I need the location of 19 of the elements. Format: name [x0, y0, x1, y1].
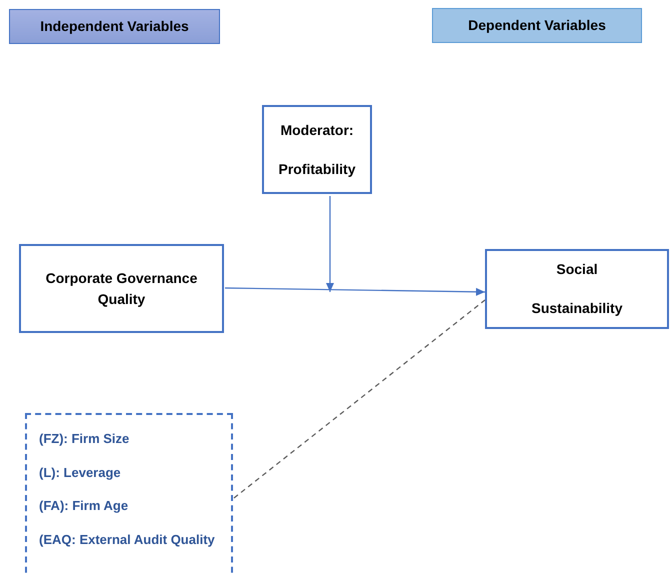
box-label: Corporate Governance Quality: [44, 268, 198, 309]
variable-box: [485, 249, 669, 329]
arrow: [326, 196, 334, 292]
control-variable-text: (FA): Firm Age: [39, 497, 128, 515]
header-box: [9, 9, 220, 44]
control-variable-text: (EAQ: External Audit Quality: [39, 530, 215, 549]
variable-box: [19, 244, 224, 333]
box-label: Sustainability: [531, 299, 623, 318]
box-label: Independent Variables: [40, 17, 189, 36]
header-box: [432, 8, 642, 43]
control-variable-text: (FZ): Firm Size: [39, 430, 130, 448]
box-label: Moderator:: [280, 120, 354, 140]
variable-box: [262, 105, 372, 194]
arrow: [225, 287, 485, 296]
box-label: Social: [556, 260, 598, 279]
box-label: Profitability: [278, 160, 356, 179]
control-variable-text: (L): Leverage: [39, 464, 121, 482]
dashed-connector: [234, 300, 486, 498]
box-label: Dependent Variables: [468, 16, 606, 35]
